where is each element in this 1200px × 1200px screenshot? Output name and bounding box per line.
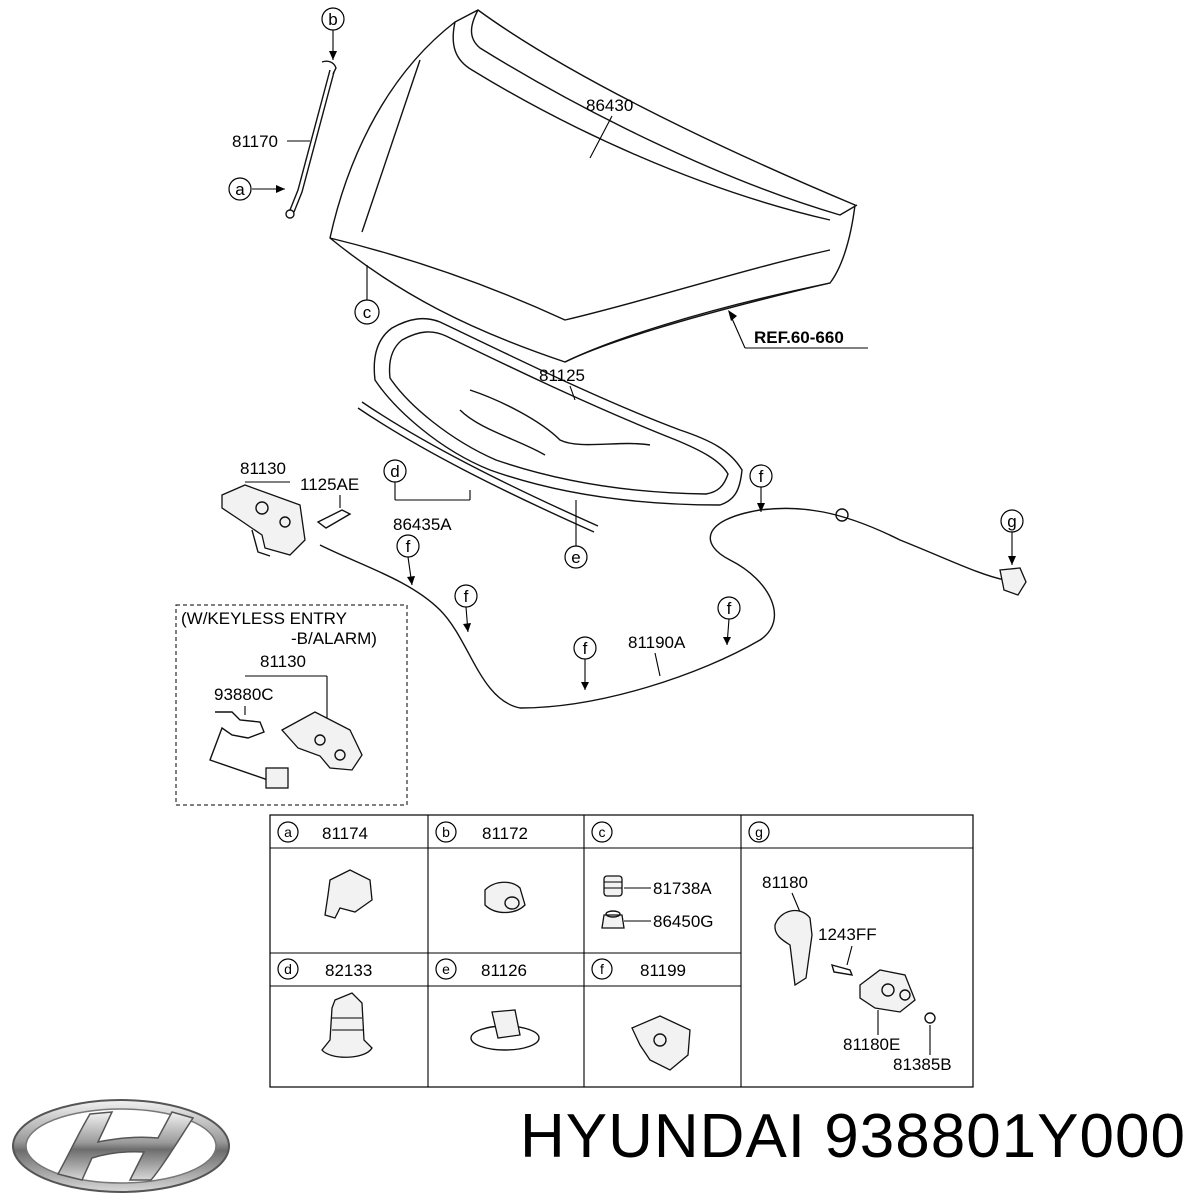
svg-text:a: a xyxy=(235,180,245,199)
keyless-subtitle: -B/ALARM) xyxy=(291,629,377,648)
label-81170: 81170 xyxy=(232,132,278,151)
svg-text:c: c xyxy=(599,824,606,840)
svg-text:f: f xyxy=(406,537,411,556)
part-81199-drawing xyxy=(631,1015,691,1071)
svg-text:f: f xyxy=(464,587,469,606)
callout-f-2: f xyxy=(396,534,420,586)
callout-e: e xyxy=(564,500,588,569)
svg-text:b: b xyxy=(328,10,337,29)
part-81180-drawing xyxy=(774,909,813,987)
part-81180E-drawing xyxy=(859,969,916,1013)
brand-part-number: HYUNDAI 938801Y000 xyxy=(520,1106,1200,1168)
svg-text:f: f xyxy=(600,961,604,977)
release-cable xyxy=(319,507,1027,709)
callout-f-3: f xyxy=(454,584,478,633)
callout-g-1: g xyxy=(1000,509,1024,565)
hood-latch xyxy=(221,481,352,557)
svg-text:g: g xyxy=(755,824,763,840)
svg-text:81385B: 81385B xyxy=(893,1055,952,1074)
callout-c: c xyxy=(354,265,380,325)
label-86430: 86430 xyxy=(586,96,633,115)
svg-text:81738A: 81738A xyxy=(653,879,712,898)
label-81125: 81125 xyxy=(539,366,585,385)
keyless-label-81130: 81130 xyxy=(260,652,306,671)
parts-table: a 81174 b 81172 c g d 82133 e 81126 f 81… xyxy=(269,814,974,1088)
hyundai-logo-icon xyxy=(12,1099,230,1193)
part-number: 938801Y000 xyxy=(824,1102,1186,1171)
svg-text:d: d xyxy=(390,462,399,481)
hood-insulator xyxy=(373,317,743,506)
svg-text:e: e xyxy=(571,548,580,567)
hood-panel xyxy=(329,9,858,363)
svg-text:86450G: 86450G xyxy=(653,912,714,931)
part-81738A-drawing xyxy=(603,875,623,897)
svg-text:81180E: 81180E xyxy=(843,1035,900,1054)
svg-text:f: f xyxy=(583,639,588,658)
label-81190A: 81190A xyxy=(628,633,686,652)
svg-text:e: e xyxy=(442,961,450,977)
callout-b: b xyxy=(321,7,345,31)
keyless-title: (W/KEYLESS ENTRY xyxy=(181,609,347,628)
svg-text:81180: 81180 xyxy=(762,873,808,892)
label-86435A: 86435A xyxy=(393,515,452,534)
callout-f-1: f xyxy=(749,464,773,512)
part-81174-drawing xyxy=(324,869,373,919)
hood-seal-strip xyxy=(357,401,599,533)
callout-f-5: f xyxy=(573,636,597,690)
part-86450G-drawing xyxy=(601,910,625,929)
svg-text:d: d xyxy=(284,961,292,977)
hood-stay-rod xyxy=(285,30,337,219)
svg-text:f: f xyxy=(759,467,764,486)
keyless-label-93880C: 93880C xyxy=(214,685,274,704)
keyless-entry-box: (W/KEYLESS ENTRY -B/ALARM) 81130 93880C xyxy=(175,604,408,806)
cell-a-part: 81174 xyxy=(322,824,368,843)
svg-text:b: b xyxy=(442,824,450,840)
label-81130: 81130 xyxy=(240,459,286,478)
callout-a: a xyxy=(228,177,285,201)
callout-f-4: f xyxy=(717,596,741,646)
svg-text:f: f xyxy=(727,599,732,618)
svg-text:c: c xyxy=(363,303,372,322)
svg-text:1243FF: 1243FF xyxy=(818,925,877,944)
svg-text:a: a xyxy=(284,824,292,840)
svg-text:g: g xyxy=(1007,512,1016,531)
cell-e-part: 81126 xyxy=(481,961,527,980)
cell-b-part: 81172 xyxy=(482,824,528,843)
cell-f-part: 81199 xyxy=(640,961,686,980)
brand-name: HYUNDAI xyxy=(520,1102,807,1171)
callout-d: d xyxy=(383,459,471,501)
label-1125AE: 1125AE xyxy=(300,475,359,494)
ref-label: REF.60-660 xyxy=(754,328,844,347)
part-81172-drawing xyxy=(484,881,526,914)
part-82133-drawing xyxy=(321,992,373,1058)
cell-d-part: 82133 xyxy=(325,961,372,980)
